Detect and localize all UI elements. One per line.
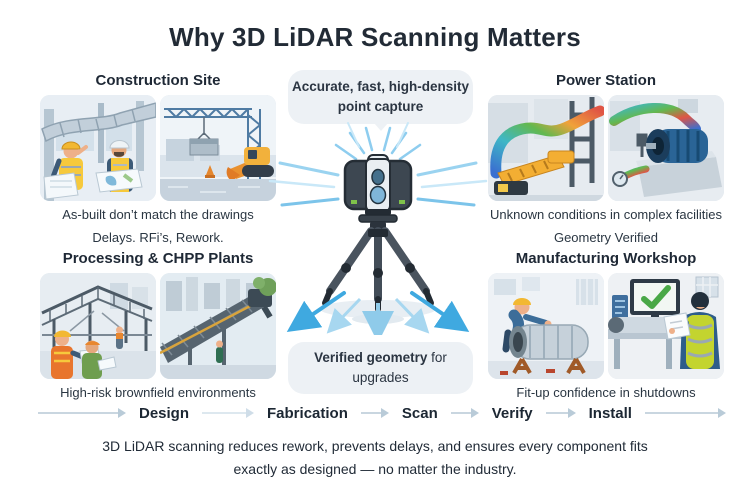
footer-line2: exactly as designed — no matter the indu… (233, 461, 517, 477)
right-arrow-icon (360, 408, 389, 418)
bottom-callout-line2: upgrades (352, 369, 409, 385)
quadrant-caption: Unknown conditions in complex facilities (490, 207, 722, 222)
workflow-step-scan: Scan (401, 404, 438, 422)
construction-workers-illustration (40, 95, 156, 201)
quadrant-processing-chpp: Processing & CHPP Plants (40, 250, 276, 400)
top-callout-line1: Accurate, fast, high-density (291, 79, 470, 94)
quadrant-power-station: Power Station (488, 72, 724, 245)
quadrant-title-manufacturing: Manufacturing Workshop (515, 250, 697, 267)
worker-pipe-sawhorses-icon (488, 273, 604, 379)
scan-rays-up (334, 126, 422, 161)
heatmap-pipe-machine-icon (488, 95, 604, 201)
quadrant-caption: High-risk brownfield environments (60, 385, 256, 400)
power-pump-illustration (608, 95, 724, 201)
right-arrow-icon (545, 408, 576, 418)
bubble-tail (373, 123, 388, 131)
top-callout-line2: point capture (337, 98, 424, 114)
inspector-monitor-check-icon (608, 273, 724, 379)
bottom-callout-bubble: Verified geometry for upgrades (288, 342, 473, 394)
quadrant-caption: Delays. RFi’s, Rework. (92, 230, 224, 245)
quadrant-title-construction: Construction Site (95, 72, 221, 89)
footer-line1: 3D LiDAR scanning reduces rework, preven… (102, 438, 648, 454)
processing-structure-illustration (40, 273, 156, 379)
top-callout-bubble: Accurate, fast, high-density point captu… (288, 70, 473, 131)
workshop-inspection-illustration (608, 273, 724, 379)
quadrant-manufacturing-workshop: Manufacturing Workshop (488, 250, 724, 400)
right-arrow-icon (38, 408, 126, 418)
power-scan-pipes-illustration (488, 95, 604, 201)
processing-conveyor-illustration (160, 273, 276, 379)
right-arrow-icon (202, 408, 255, 418)
workflow-step-verify: Verify (491, 404, 533, 422)
construction-crane-illustration (160, 95, 276, 201)
bottom-callout-bold: Verified geometry (314, 350, 428, 365)
lidar-scanner-illustration (268, 113, 488, 343)
scan-arrows-down (286, 291, 470, 343)
steel-structure-workers-icon (40, 273, 156, 379)
quadrant-title-power: Power Station (555, 72, 656, 89)
workflow-step-design: Design (139, 404, 190, 422)
workflow-step-install: Install (588, 404, 632, 422)
right-arrow-icon (450, 408, 479, 418)
workshop-cylinder-illustration (488, 273, 604, 379)
lidar-scanner-on-tripod-icon (268, 122, 488, 343)
crane-excavator-icon (160, 95, 276, 201)
footer-summary: 3D LiDAR scanning reduces rework, preven… (0, 435, 750, 481)
conveyor-gallery-icon (160, 273, 276, 379)
quadrant-caption: As-built don’t match the drawings (62, 207, 254, 222)
workflow-bar: Design Fabrication Scan Verify Install (38, 401, 726, 425)
right-arrow-icon (644, 408, 726, 418)
page-title: Why 3D LiDAR Scanning Matters (169, 22, 581, 52)
quadrant-title-processing: Processing & CHPP Plants (62, 250, 254, 267)
quadrant-construction-site: Construction Site (40, 72, 276, 245)
pump-heatmap-icon (608, 95, 724, 201)
workflow-step-fabrication: Fabrication (267, 404, 348, 422)
quadrant-caption: Geometry Verified (553, 230, 659, 245)
scan-rays-side (268, 161, 488, 207)
workers-with-drawings-icon (40, 95, 156, 201)
bottom-callout-regular: for (431, 350, 447, 365)
quadrant-caption: Fit-up confidence in shutdowns (516, 385, 696, 400)
